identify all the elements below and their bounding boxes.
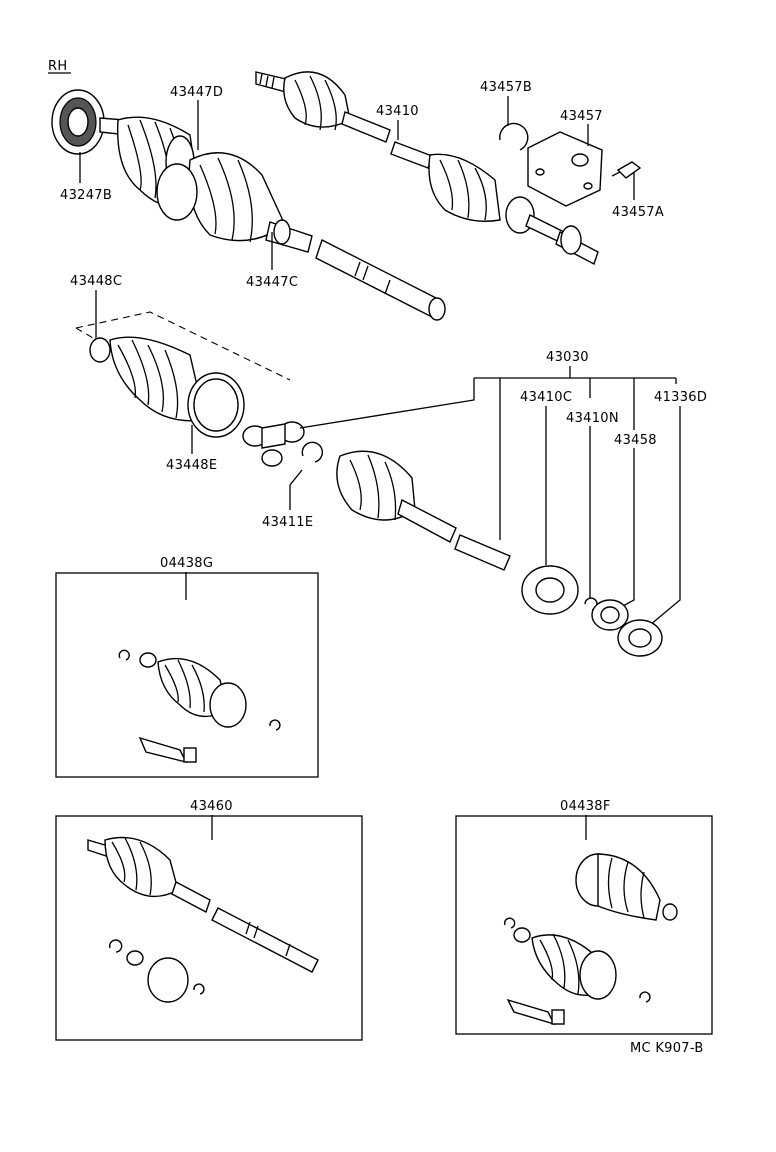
label-41336D: 41336D [654, 390, 707, 405]
label-43410N: 43410N [566, 411, 619, 426]
side-label: RH [48, 59, 67, 74]
axle-shaft-upper [341, 111, 391, 143]
boot-kit-box-04438F [455, 815, 713, 1035]
inner-boot-43448 [109, 336, 206, 422]
snap-ring-43457B [499, 122, 529, 151]
shaft-spline-a [397, 498, 457, 543]
label-04438F: 04438F [560, 799, 611, 814]
label-43460: 43460 [190, 799, 233, 814]
inner-boot-kit [89, 336, 245, 438]
ref-code: MC K907-B [630, 1041, 704, 1056]
snap-ring-43411E [301, 441, 324, 463]
label-43410C: 43410C [520, 390, 572, 405]
label-43448E: 43448E [166, 458, 217, 473]
grease-tube-04438F [506, 998, 556, 1026]
center-shaft-assembly [336, 450, 663, 657]
label-43447C: 43447C [246, 275, 298, 290]
label-04438G: 04438G [160, 556, 213, 571]
label-43457A: 43457A [612, 205, 664, 220]
boot-kit-04438G [118, 649, 281, 764]
small-clamp [89, 337, 111, 363]
boot-kit-04438F [503, 853, 678, 1026]
inner-joint-housing [428, 153, 501, 222]
outer-joint-boot [283, 71, 351, 128]
label-43030: 43030 [546, 350, 589, 365]
right-drive-shaft-assembly [255, 71, 599, 266]
clamp-43460 [147, 957, 189, 1003]
shaft-section-b [315, 239, 441, 319]
label-43458: 43458 [614, 433, 657, 448]
tripod-joint [242, 421, 305, 467]
shaft-kit-43460 [87, 836, 319, 1003]
boot-kit-box-04438G [55, 572, 319, 778]
bearing-bracket [527, 131, 603, 207]
outer-boot-43460 [104, 836, 179, 898]
label-43247B: 43247B [60, 188, 112, 203]
label-43457: 43457 [560, 109, 603, 124]
label-43448C: 43448C [70, 274, 122, 289]
shaft-spline-b [454, 534, 511, 571]
shaft-box-43460 [55, 815, 363, 1041]
label-43410: 43410 [376, 104, 419, 119]
bracket-bolt [616, 161, 642, 179]
outer-boot-04438F [597, 853, 661, 921]
axle-shaft-43460 [211, 907, 319, 973]
boot-clamp-large [156, 163, 198, 221]
left-drive-shaft-assembly [51, 89, 446, 321]
label-43457B: 43457B [480, 80, 532, 95]
label-43447D: 43447D [170, 85, 223, 100]
label-43411E: 43411E [262, 515, 313, 530]
grease-tube [138, 736, 188, 764]
clamp-04438G [209, 682, 247, 728]
